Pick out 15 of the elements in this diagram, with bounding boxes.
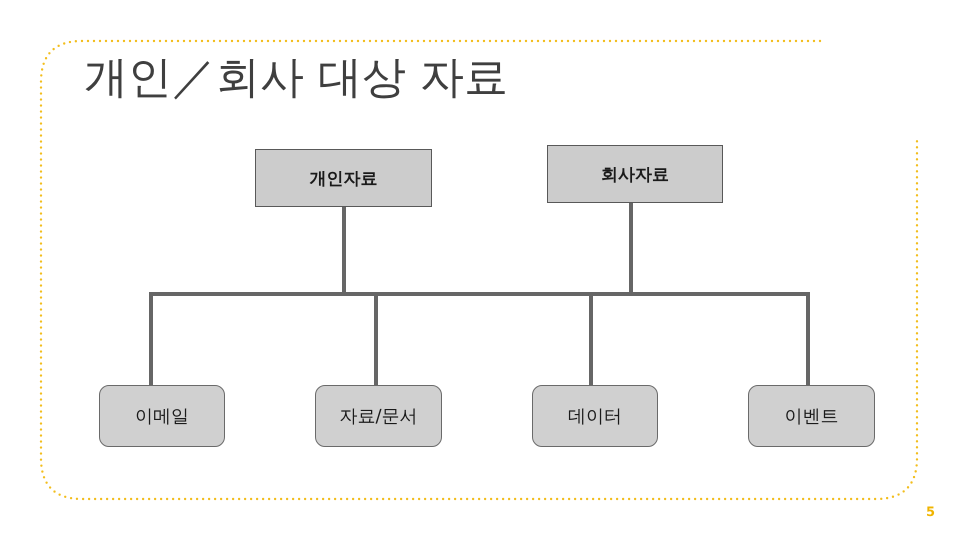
page-number: 5 (926, 505, 936, 520)
connector-line (589, 296, 593, 385)
connector-line (149, 296, 153, 385)
title: 개인／회사 대상 자료 (84, 51, 508, 105)
connector-line (149, 292, 810, 296)
item-box: 이메일 (99, 385, 225, 447)
item-box: 이벤트 (748, 385, 875, 447)
item-box: 자료/문서 (315, 385, 442, 447)
connector-line (342, 207, 346, 292)
connector-line (374, 296, 378, 385)
connector-line (806, 296, 810, 385)
category-box: 개인자료 (255, 149, 432, 207)
connector-line (629, 203, 633, 292)
item-box: 데이터 (532, 385, 658, 447)
category-box: 회사자료 (547, 145, 723, 203)
